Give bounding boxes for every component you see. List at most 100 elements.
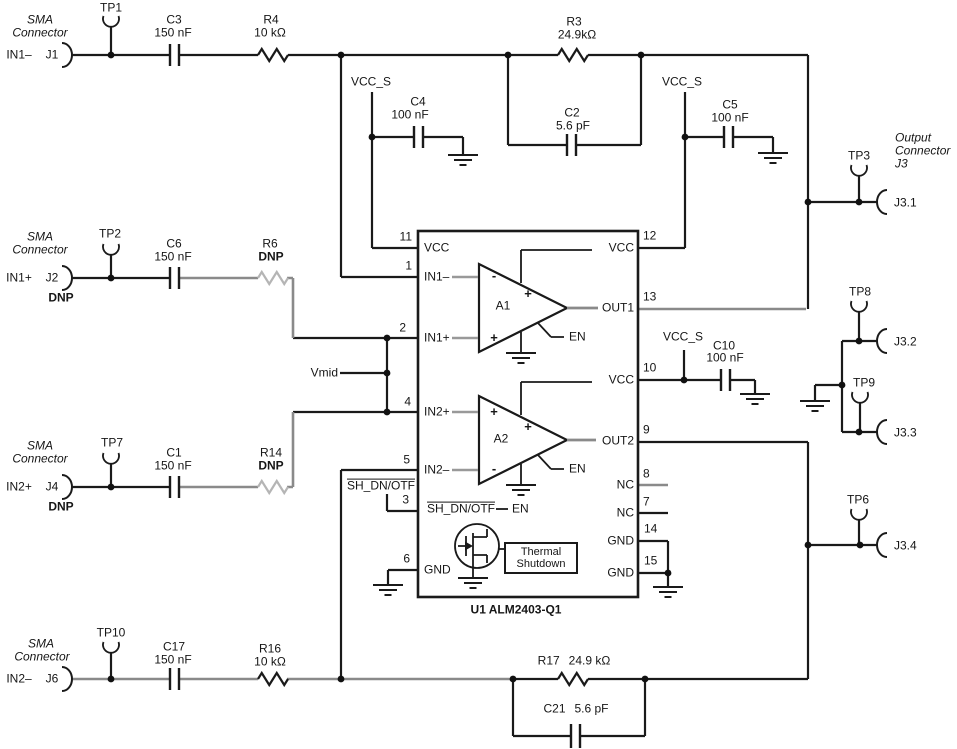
testpoint-tp1-label: TP1 <box>99 0 123 15</box>
pin-num-13: 13 <box>643 289 657 304</box>
cap-c6-value: 150 nF <box>154 249 192 264</box>
testpoint-tp9-label: TP9 <box>852 375 876 390</box>
thermal-shutdown-line1: Thermal <box>520 545 562 558</box>
resistor-r16 <box>257 670 289 688</box>
net-in2-minus-label: IN2– <box>6 671 32 686</box>
thermal-shutdown-line2: Shutdown <box>516 557 566 570</box>
amp-a2-label: A2 <box>493 431 509 446</box>
res-r14-ref: R14 <box>259 445 283 460</box>
ground-amp1 <box>505 352 537 364</box>
mosfet-icon <box>454 523 500 569</box>
connector-j3-1-label: J3.1 <box>894 195 917 210</box>
pin-num-15: 15 <box>644 553 658 568</box>
pin-num-5: 5 <box>403 452 410 467</box>
ground-c10 <box>739 393 771 405</box>
ground-pin14-15 <box>652 586 684 598</box>
testpoint-tp7-label: TP7 <box>100 435 124 450</box>
capacitors <box>168 44 735 748</box>
sma-label-j6-line2: Connector <box>14 649 70 664</box>
cap-c5-value: 100 nF <box>711 110 749 125</box>
output-connector-line2: Connector <box>895 143 951 158</box>
res-r14-dnp: DNP <box>258 458 284 473</box>
res-r16-ref: R16 <box>258 641 282 656</box>
ic-pin-shdn: SH_DN/OTF <box>427 501 496 516</box>
ic-pin-out2: OUT2 <box>601 433 634 448</box>
j2-connector-icon <box>61 265 73 291</box>
sma-label-j1-line2: Connector <box>12 25 68 40</box>
connector-j4-dnp: DNP <box>48 499 74 514</box>
connector-j1-ref: J1 <box>45 47 59 62</box>
ground-pin6 <box>372 584 404 596</box>
cap-c17-value: 150 nF <box>154 652 192 667</box>
net-in1-minus-label: IN1– <box>6 47 32 62</box>
ic-pin-vcc-12: VCC <box>608 240 634 255</box>
net-vccs-label-3: VCC_S <box>662 329 704 344</box>
a2-power-en-gnd <box>520 381 592 485</box>
connector-j6-ref: J6 <box>45 671 59 686</box>
net-vmid-label: Vmid <box>310 365 338 380</box>
ic-u1-body <box>416 229 640 599</box>
a2-power-sign: + <box>524 418 532 434</box>
connector-j2-ref: J2 <box>45 270 59 285</box>
a2-noninverting-sign: + <box>490 403 498 419</box>
a1-noninverting-sign: + <box>490 329 498 345</box>
a1-inverting-sign: - <box>491 267 497 283</box>
cap-c1-value: 150 nF <box>154 458 192 473</box>
pin-num-3: 3 <box>402 492 409 507</box>
cap-c2-ref: C2 <box>564 105 580 120</box>
a1-input-stubs <box>452 275 478 340</box>
ground-amp2 <box>505 484 537 496</box>
connector-j3-4-label: J3.4 <box>894 538 917 553</box>
tp6-icon <box>850 508 868 521</box>
tp3-icon <box>850 164 868 177</box>
pin-num-4: 4 <box>404 394 411 409</box>
cap-c2-value: 5.6 pF <box>555 118 591 133</box>
ic-pin-gnd-15: GND <box>607 565 634 580</box>
cap-c10-value: 100 nF <box>706 350 744 365</box>
testpoint-tp8-label: TP8 <box>848 284 872 299</box>
testpoint-tp3-label: TP3 <box>847 148 871 163</box>
res-r4-value: 10 kΩ <box>254 25 286 40</box>
pin-num-9: 9 <box>643 422 650 437</box>
j1-connector-icon <box>61 42 73 68</box>
junction-dots <box>107 51 864 683</box>
tp10-icon <box>102 641 120 654</box>
testpoint-tp6-label: TP6 <box>846 492 870 507</box>
tp1-icon <box>102 15 120 28</box>
cap-c4-value: 100 nF <box>391 107 429 122</box>
ic-pin-nc-7: NC <box>616 505 634 520</box>
res-r3-ref: R3 <box>566 14 582 29</box>
tp2-icon <box>102 243 120 256</box>
sma-label-j6-line1: SMA <box>27 636 55 651</box>
sma-label-j4-line1: SMA <box>26 438 54 453</box>
pin-num-14: 14 <box>644 521 658 536</box>
pin-num-7: 7 <box>643 494 650 509</box>
pin-num-8: 8 <box>643 466 650 481</box>
a2-input-stubs <box>452 410 478 472</box>
res-r6-dnp: DNP <box>258 249 284 264</box>
cap-c17-ref: C17 <box>162 639 186 654</box>
resistor-r14-dnp <box>257 478 289 496</box>
j6-connector-icon <box>61 666 73 692</box>
ic-pin-in2-plus: IN2+ <box>424 404 450 419</box>
pin-num-10: 10 <box>643 360 657 375</box>
j3-1-connector-icon <box>876 189 888 215</box>
mosfet-internals <box>458 529 488 578</box>
pin-num-6: 6 <box>403 551 410 566</box>
res-r6-ref: R6 <box>262 236 278 251</box>
ic-pin-vcc-10: VCC <box>608 372 634 387</box>
ic-pin-out1: OUT1 <box>601 300 634 315</box>
res-r4-ref: R4 <box>263 12 279 27</box>
resistor-r6-dnp <box>257 269 289 287</box>
ground-mosfet <box>457 577 489 589</box>
j3-3-connector-icon <box>876 419 888 445</box>
ic-pin-in1-minus: IN1– <box>424 269 450 284</box>
ic-pin-shdn-en: EN <box>512 501 529 516</box>
net-in2-plus-label: IN2+ <box>6 479 32 494</box>
output-connector-line1: Output <box>895 130 932 145</box>
cap-c4-ref: C4 <box>410 94 426 109</box>
cap-c6-ref: C6 <box>166 236 182 251</box>
